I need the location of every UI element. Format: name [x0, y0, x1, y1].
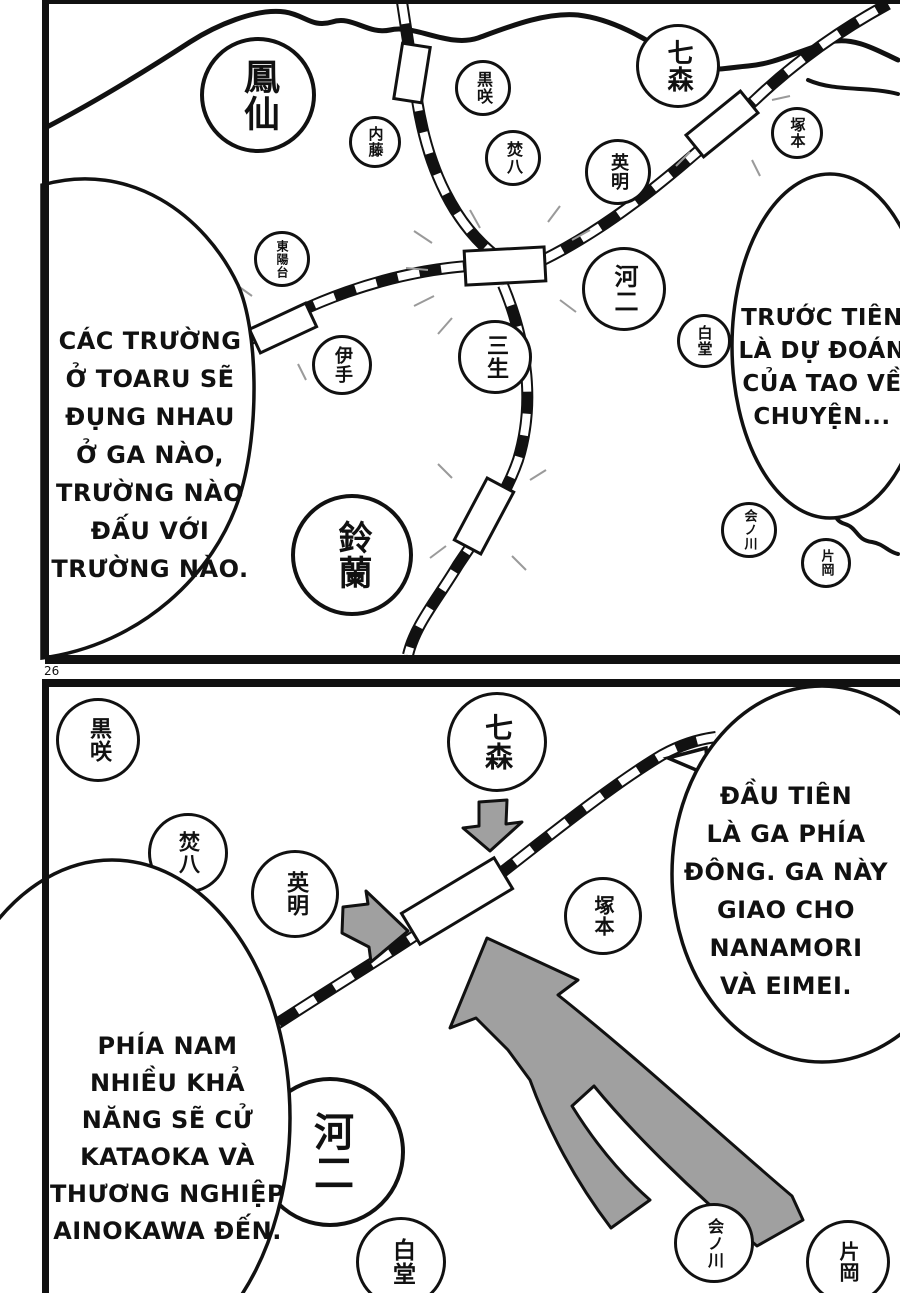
- panel2-top-border: [45, 679, 900, 687]
- panel1-top-border: [45, 0, 900, 4]
- land-blob-panel1-left: [40, 177, 256, 660]
- station-circle-kataoka: 片岡: [801, 538, 851, 588]
- speech-line: NHIỀU KHẢ: [89, 1069, 246, 1097]
- station-circle-funpachi: 焚八: [485, 130, 541, 186]
- speech-line: CỦA TAO VỀ: [742, 371, 900, 397]
- station-circle-kawani: 河二: [582, 247, 666, 331]
- station-circle-toyodai: 東陽台: [254, 231, 310, 287]
- caption-line: CÁC TRƯỜNG: [58, 327, 242, 355]
- speech-text-panel2-right: ĐẦU TIÊN LÀ GA PHÍA ĐÔNG. GA NÀY GIAO CH…: [671, 777, 900, 1005]
- station-markers: [247, 41, 761, 947]
- coastline-top-right: [806, 78, 900, 96]
- panel1-bottom-border: [45, 655, 900, 664]
- station-circle-suzuran: 鈴蘭: [291, 494, 413, 616]
- speech-line: CHUYỆN...: [753, 404, 891, 430]
- arrow-right-from-eimei: [340, 889, 410, 964]
- speech-line: VÀ EIMEI.: [719, 972, 853, 1000]
- panel2-left-border: [42, 679, 49, 1293]
- speech-line: ĐÔNG. GA NÀY: [683, 858, 889, 886]
- caption-line: ĐỤNG NHAU: [65, 403, 235, 431]
- caption-line: TRƯỜNG NÀO: [55, 479, 245, 507]
- station-circle-ainokawa-2: 会ノ川: [674, 1203, 754, 1283]
- page-number: 26: [44, 664, 60, 678]
- station-circle-tsukamoto: 塚本: [771, 107, 823, 159]
- station-circle-ide: 伊手: [312, 335, 372, 395]
- station-circle-tsukamoto-2: 塚本: [564, 877, 642, 955]
- speech-bubble-panel1-right: [730, 172, 900, 520]
- speech-line: AINOKAWA ĐẾN.: [53, 1217, 282, 1245]
- station-circle-naito: 内藤: [349, 116, 401, 168]
- speech-line: ĐẦU TIÊN: [719, 782, 853, 810]
- speech-text-panel1-right: TRƯỚC TIÊN LÀ DỰ ĐOÁN CỦA TAO VỀ CHUYỆN.…: [722, 302, 900, 434]
- speech-line: NĂNG SẼ CỬ: [81, 1106, 254, 1134]
- mountain-ridge-line: [42, 8, 900, 131]
- caption-line: ĐẤU VỚI: [90, 517, 210, 545]
- station-circle-hakudo: 白堂: [677, 314, 731, 368]
- panel1-left-border: [42, 0, 49, 657]
- speech-line: KATAOKA VÀ: [80, 1143, 255, 1171]
- station-circle-kataoka-2: 片岡: [806, 1220, 890, 1293]
- speech-line: LÀ GA PHÍA: [706, 820, 866, 848]
- station-circle-mitsuo: 三生: [458, 320, 532, 394]
- station-circle-housen: 鳳仙: [200, 37, 316, 153]
- station-circle-kurosaki-2: 黒咲: [56, 698, 140, 782]
- caption-line: Ở GA NÀO,: [75, 441, 225, 469]
- caption-panel1-left: CÁC TRƯỜNG Ở TOARU SẼ ĐỤNG NHAU Ở GA NÀO…: [42, 322, 258, 588]
- speech-bubble-panel2-left: [0, 858, 292, 1293]
- station-circle-kurosaki: 黒咲: [455, 60, 511, 116]
- station-circle-hakudo-2: 白堂: [356, 1217, 446, 1293]
- speech-text-panel2-left: PHÍA NAM NHIỀU KHẢ NĂNG SẼ CỬ KATAOKA VÀ…: [50, 1028, 285, 1250]
- arrow-big-forked-up: [448, 936, 805, 1248]
- station-circle-eimei-2: 英明: [251, 850, 339, 938]
- station-circle-ainokawa: 会ノ川: [721, 502, 777, 558]
- station-circle-nanamori: 七森: [636, 24, 720, 108]
- speech-line: THƯƠNG NGHIỆP: [50, 1180, 285, 1208]
- speech-line: TRƯỚC TIÊN: [741, 305, 900, 331]
- speech-line: NANAMORI: [709, 934, 863, 962]
- caption-line: TRƯỜNG NÀO.: [51, 555, 249, 583]
- caption-line: Ở TOARU SẼ: [65, 365, 235, 393]
- speech-line: PHÍA NAM: [97, 1032, 238, 1060]
- speech-line: LÀ DỰ ĐOÁN: [738, 338, 900, 364]
- speech-line: GIAO CHO: [716, 896, 856, 924]
- arrow-down-from-nanamori: [461, 798, 524, 853]
- station-circle-eimei: 英明: [585, 139, 651, 205]
- station-circle-nanamori-2: 七森: [447, 692, 547, 792]
